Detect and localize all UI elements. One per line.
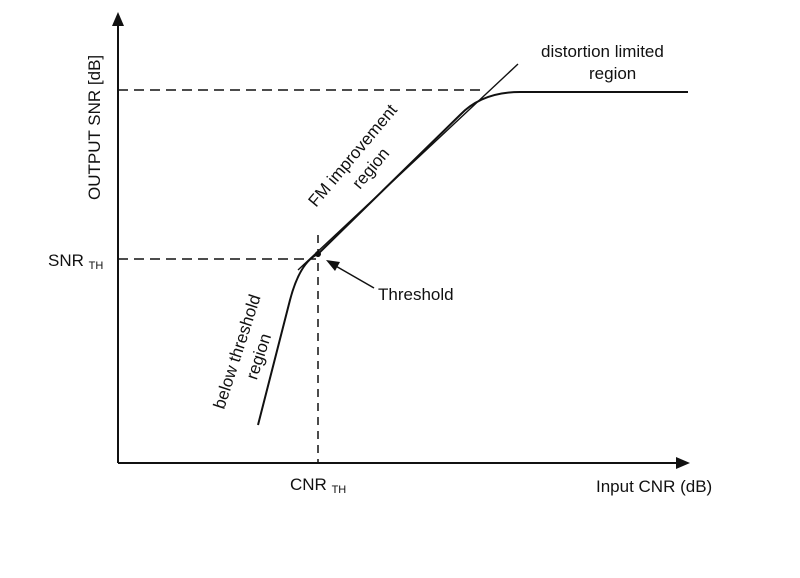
cnr-th-main: CNR xyxy=(290,475,327,494)
threshold-arrow-head-icon xyxy=(326,260,340,271)
snr-th-label: SNR TH xyxy=(48,251,103,272)
snr-th-subscript: TH xyxy=(89,260,104,272)
curves xyxy=(257,63,688,426)
distortion-region-label-line2: region xyxy=(589,64,636,83)
snr-cnr-curve xyxy=(257,91,688,426)
axes xyxy=(112,12,690,469)
y-axis-arrow-icon xyxy=(112,12,124,26)
distortion-region-label-line1: distortion limited xyxy=(541,42,664,61)
y-axis-label: OUTPUT SNR [dB] xyxy=(85,55,104,200)
below-threshold-region-label: below threshold region xyxy=(210,292,275,411)
cnr-th-subscript: TH xyxy=(332,484,347,496)
x-axis-label: Input CNR (dB) xyxy=(596,477,712,496)
reference-lines xyxy=(118,89,480,463)
fm-region-label: FM improvement region xyxy=(305,100,402,210)
threshold-label: Threshold xyxy=(378,285,454,304)
threshold-arrow-line xyxy=(333,264,375,289)
snr-th-main: SNR xyxy=(48,251,84,270)
threshold-annotation: Threshold xyxy=(326,260,454,304)
x-axis-arrow-icon xyxy=(676,457,690,469)
threshold-point-icon xyxy=(315,251,321,257)
cnr-th-label: CNR TH xyxy=(290,475,346,496)
